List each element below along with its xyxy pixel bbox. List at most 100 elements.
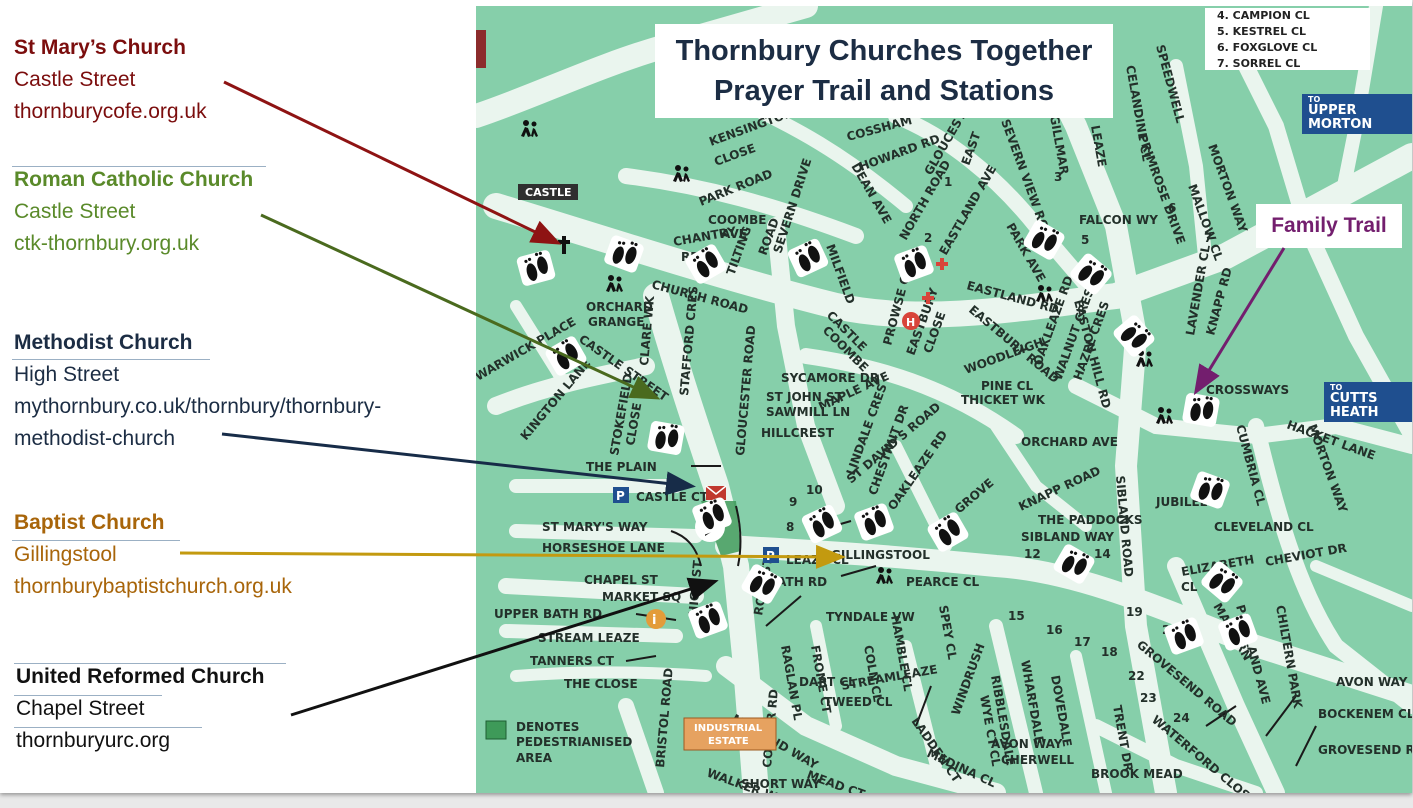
map-edge-marker [476,30,486,68]
church-name: Methodist Church [14,331,193,354]
street-label: KNAPP RD [1203,266,1235,337]
church-st-marys: St Mary’s Church Castle Street thornbury… [14,32,207,128]
street-label: CHEVIOT DR [1264,541,1348,569]
footprint-icon [1218,613,1258,651]
svg-text:2: 2 [924,231,932,245]
footprint-icon [741,564,783,604]
svg-text:P: P [766,549,775,563]
street-labels: KENSINGTON CLOSE PARK ROAD COOMBE AVE CH… [476,43,1412,793]
street-label: ORCHARD AVE [1021,435,1118,449]
street-label: LEAZE CL [786,553,849,567]
divider [12,359,210,360]
street-key-item: 7. SORREL CL [1217,57,1301,70]
street-label: ST MARY'S WAY [542,520,648,534]
street-label: SIBLAND WAY [1021,530,1114,544]
footprint-icon [1182,393,1220,427]
church-website-link[interactable]: ctk-thornbury.org.uk [14,232,200,255]
street-map[interactable]: KENSINGTON CLOSE PARK ROAD COOMBE AVE CH… [476,6,1412,793]
walker-icon [1036,285,1053,302]
street-label: TYNDALE VW [826,610,915,624]
church-website-link[interactable]: thornburyurc.org [16,729,171,752]
street-label: GLOUCESTER ROAD [733,325,758,457]
church-name: Roman Catholic Church [14,168,254,191]
footprint-icon [516,250,556,286]
medical-cross-icon [936,258,948,270]
road-network [476,6,1412,793]
street-key-item: 6. FOXGLOVE CL [1217,41,1318,54]
street-label: GROVESEND RD [1318,743,1412,757]
street-label: STREAM LEAZE [538,631,640,645]
church-name: United Reformed Church [16,665,265,688]
divider [14,727,202,728]
street-label: CHAPEL ST [584,573,659,587]
walker-icon [876,567,893,584]
footprint-icon [801,504,843,544]
street-label: GRANGE [588,315,644,329]
church-website-link[interactable]: thornburybaptistchurch.org.uk [14,575,292,598]
church-street: Castle Street [14,200,136,223]
street-label: THICKET WK [961,393,1046,407]
street-key-item: 4. CAMPION CL [1217,9,1310,22]
svg-text:19: 19 [1126,605,1143,619]
walker-icon [1156,407,1173,424]
church-website-link-continued[interactable]: methodist-church [14,427,176,450]
svg-text:18: 18 [1101,645,1118,659]
street-label: THE CLOSE [564,677,638,691]
footprint-icon [927,512,969,552]
street-label: FALCON WY [1079,213,1158,227]
walker-icon [673,165,690,182]
castle-label: CASTLE [525,186,572,199]
svg-text:15: 15 [1008,609,1025,623]
divider [14,663,286,664]
svg-text:7: 7 [1204,231,1212,245]
svg-text:22: 22 [1128,669,1145,683]
footprint-icon [1201,561,1243,603]
street-label: THE PLAIN [586,460,657,474]
street-label: CHANTRY [672,224,737,249]
svg-text:5: 5 [1081,233,1089,247]
street-label: BOCKENEM CLOSE [1318,707,1412,721]
pedestrianised-key: DENOTES PEDESTRIANISED AREA [485,720,632,765]
church-website-link[interactable]: thornburycofe.org.uk [14,100,207,123]
church-street: High Street [14,363,120,386]
svg-text:DENOTES: DENOTES [516,720,579,734]
street-label: MARKET SQ [602,590,681,604]
church-website-link[interactable]: mythornbury.co.uk/thornbury/thornbury- [14,395,382,418]
street-label: CELANDINE CL [1123,64,1154,163]
svg-text:PEDESTRIANISED: PEDESTRIANISED [516,735,632,749]
svg-text:9: 9 [789,495,797,509]
street-label: BATH RD [768,575,827,589]
street-label: TANNERS CT [530,654,615,668]
street-label: SPEY CL [936,604,959,661]
svg-text:AREA: AREA [516,751,553,765]
svg-text:P: P [616,489,625,503]
street-label: AVON WAY [1336,675,1408,689]
street-label: HORSESHOE LANE [542,541,665,555]
svg-text:8: 8 [786,520,794,534]
footprint-icon [685,244,727,284]
street-label: CROSSWAYS [1206,383,1289,397]
svg-text:17: 17 [1074,635,1091,649]
footprint-icon [1023,220,1065,260]
walker-icon [521,120,538,137]
street-label: CASTLE CT [636,490,709,504]
svg-text:i: i [652,613,656,628]
street-label: AVE [721,227,747,241]
map-drawing: KENSINGTON CLOSE PARK ROAD COOMBE AVE CH… [476,6,1412,793]
street-label: AVON WAY [991,737,1063,751]
medical-cross-icon [922,292,934,304]
svg-text:H: H [906,316,915,329]
map-title: Thornbury Churches Together [675,35,1093,67]
footprint-icon [787,238,829,278]
walker-icon [606,275,623,292]
street-label: THE PADDOCKS [1038,513,1142,527]
footprint-icon [854,503,894,541]
church-united-reformed: United Reformed Church Chapel Street tho… [16,661,265,757]
svg-text:ESTATE: ESTATE [708,736,749,747]
footprint-icon [1113,315,1155,357]
footprint-icon [1053,544,1095,584]
svg-text:14: 14 [1094,547,1111,561]
